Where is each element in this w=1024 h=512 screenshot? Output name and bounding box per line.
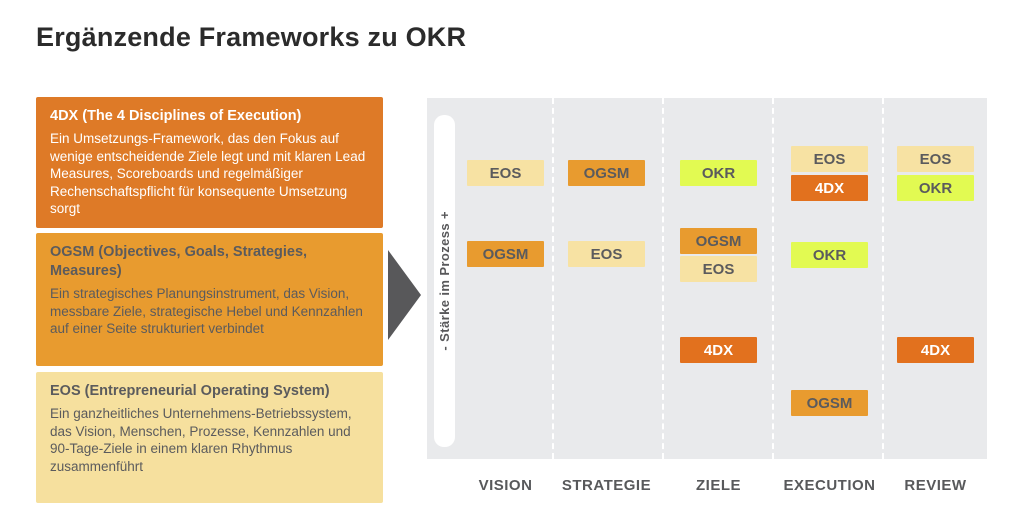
chart-item-box: EOS bbox=[467, 160, 544, 186]
framework-card-heading: OGSM (Objectives, Goals, Strategies, Mea… bbox=[50, 244, 308, 279]
chart-item-box: EOS bbox=[791, 146, 868, 172]
chart-item-box: OKR bbox=[791, 242, 868, 268]
framework-card: OGSM (Objectives, Goals, Strategies, Mea… bbox=[36, 233, 383, 366]
framework-card: EOS (Entrepreneurial Operating System) Ei… bbox=[36, 372, 383, 503]
framework-card-heading: EOS (Entrepreneurial Operating System) bbox=[50, 383, 330, 399]
column-label: REVIEW bbox=[904, 477, 967, 494]
column-label: STRATEGIE bbox=[561, 477, 652, 494]
framework-card-heading: 4DX (The 4 Disciplines of Execution) bbox=[50, 108, 302, 124]
column-label: EXECUTION bbox=[783, 477, 876, 494]
column-label: ZIELE bbox=[695, 477, 742, 494]
chart-item-box: OGSM bbox=[467, 241, 544, 267]
column-separator bbox=[882, 98, 884, 459]
chart-item-box: OGSM bbox=[680, 228, 757, 254]
chart-item-box: 4DX bbox=[791, 175, 868, 201]
chart-item-box: EOS bbox=[897, 146, 974, 172]
framework-card-description: Ein ganzheitliches Unternehmens-Betriebs… bbox=[50, 406, 352, 474]
chart-item-box: OKR bbox=[680, 160, 757, 186]
chart-item-box: EOS bbox=[680, 256, 757, 282]
column-separator bbox=[772, 98, 774, 459]
framework-card-description: Ein Umsetzungs-Framework, das den Fokus … bbox=[50, 131, 366, 216]
chart-item-box: OGSM bbox=[791, 390, 868, 416]
framework-card: 4DX (The 4 Disciplines of Execution) Ein … bbox=[36, 97, 383, 228]
y-axis-label: - Stärke im Prozess + bbox=[437, 211, 452, 351]
chart-item-box: OGSM bbox=[568, 160, 645, 186]
chart-item-box: 4DX bbox=[680, 337, 757, 363]
column-separator bbox=[552, 98, 554, 459]
column-label: VISION bbox=[478, 477, 533, 494]
chart-item-box: 4DX bbox=[897, 337, 974, 363]
y-axis-label-pill: - Stärke im Prozess + bbox=[434, 115, 455, 447]
chart-item-box: EOS bbox=[568, 241, 645, 267]
flow-arrow-icon bbox=[388, 250, 421, 340]
framework-card-description: Ein strategisches Planungsinstrument, da… bbox=[50, 286, 363, 336]
page-title: Ergänzende Frameworks zu OKR bbox=[36, 22, 467, 52]
chart-item-box: OKR bbox=[897, 175, 974, 201]
column-separator bbox=[662, 98, 664, 459]
